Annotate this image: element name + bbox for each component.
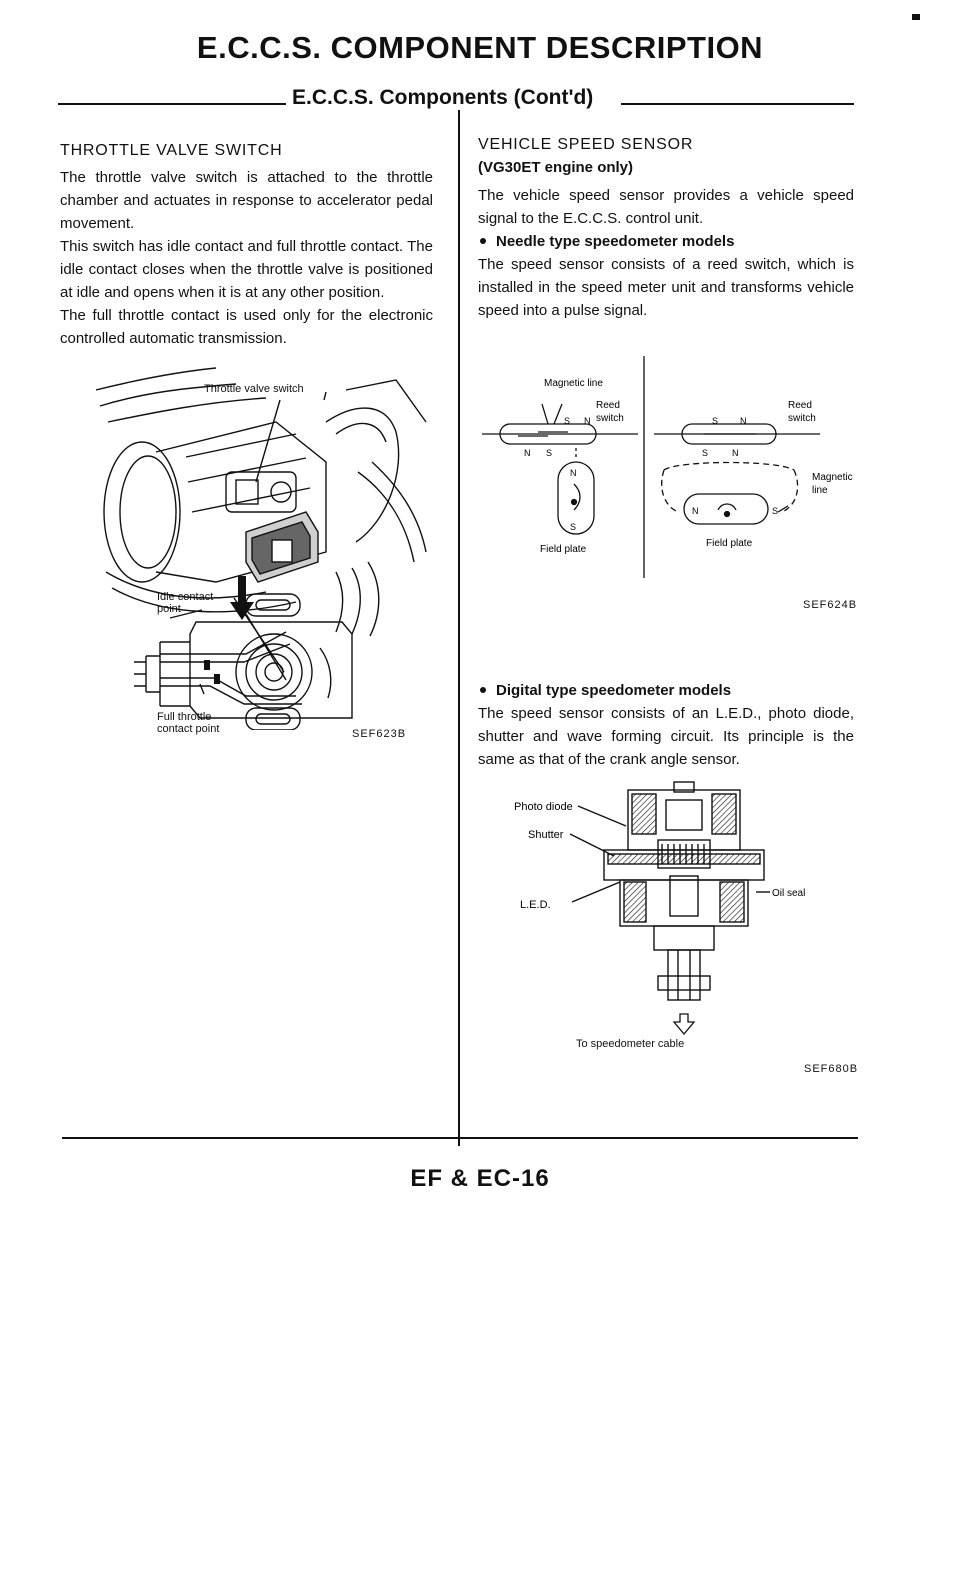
magnetic-label: Magnetic: [812, 472, 853, 483]
figure-code-sef680b: SEF680B: [804, 1063, 859, 1075]
s-label-left-top: S: [564, 416, 570, 426]
idle-contact-label-1: Idle contact: [157, 591, 214, 603]
page-number: EF & EC-16: [410, 1165, 550, 1192]
switch-label-right: switch: [788, 413, 816, 424]
n-label-magnet: N: [570, 468, 577, 478]
full-throttle-label-2: contact point: [157, 723, 220, 735]
throttle-valve-switch-figure: [96, 367, 427, 730]
needle-type-text: The speed sensor consists of a reed swit…: [478, 256, 854, 319]
reed-switch-figure: Magnetic line Reed switch S N N S N S Fi…: [482, 356, 853, 578]
full-throttle-label-1: Full throttle: [157, 711, 212, 723]
bullet-icon: [480, 238, 486, 244]
throttle-valve-switch-heading: THROTTLE VALVE SWITCH: [60, 142, 283, 159]
s-label-magnet: S: [570, 522, 576, 532]
header-rule-left: [58, 103, 286, 105]
n-label-left-bottom: N: [524, 448, 531, 458]
magnetic-line-label: Magnetic line: [544, 378, 603, 389]
digital-sensor-figure: Photo diode Shutter L.E.D. Oil seal: [514, 781, 805, 1036]
figure-code-sef623b: SEF623B: [352, 728, 407, 740]
engine-note: (VG30ET engine only): [478, 159, 634, 176]
needle-type-title: Needle type speedometer models: [496, 233, 735, 250]
throttle-paragraph-2: This switch has idle contact and full th…: [60, 238, 433, 301]
needle-type-heading: Needle type speedometer models: [478, 230, 854, 253]
s-label-right-bottom: S: [702, 448, 708, 458]
vehicle-speed-sensor-heading: VEHICLE SPEED SENSOR: [478, 136, 694, 153]
to-speedometer-cable-label: To speedometer cable: [576, 1038, 685, 1050]
s-label-right-plate: S: [772, 506, 778, 516]
column-divider: [458, 110, 460, 1146]
field-plate-label-right: Field plate: [706, 538, 753, 549]
page-subtitle: E.C.C.S. Components (Cont'd): [292, 86, 594, 109]
page-title: E.C.C.S. COMPONENT DESCRIPTION: [196, 30, 764, 65]
photo-diode-label: Photo diode: [514, 801, 573, 813]
throttle-paragraph-1: The throttle valve switch is attached to…: [60, 169, 433, 232]
digital-type-heading: Digital type speedometer models: [478, 679, 854, 702]
switch-label-left: switch: [596, 413, 624, 424]
throttle-valve-switch-text: The throttle valve switch is attached to…: [60, 166, 433, 350]
idle-contact-label-2: point: [157, 603, 181, 615]
s-label-right-top: S: [712, 416, 718, 426]
led-label: L.E.D.: [520, 899, 551, 911]
n-label-right-top: N: [740, 416, 747, 426]
down-arrow-icon: [672, 1013, 696, 1036]
reed-label-left: Reed: [596, 400, 620, 411]
field-plate-label-left: Field plate: [540, 544, 587, 555]
n-label-right-bottom: N: [732, 448, 739, 458]
corner-mark: [912, 14, 920, 20]
bullet-icon: [480, 687, 486, 693]
n-label-left-top: N: [584, 416, 591, 426]
reed-label-right: Reed: [788, 400, 812, 411]
throttle-valve-switch-label: Throttle valve switch: [204, 383, 304, 395]
figure-code-sef624b: SEF624B: [803, 599, 858, 611]
throttle-paragraph-3: The full throttle contact is used only f…: [60, 307, 433, 347]
line-label: line: [812, 485, 828, 496]
digital-type-text: The speed sensor consists of an L.E.D., …: [478, 705, 854, 768]
bottom-rule: [62, 1137, 858, 1139]
digital-type-section: Digital type speedometer models The spee…: [478, 679, 854, 771]
header-rule-right: [621, 103, 854, 105]
shutter-label: Shutter: [528, 829, 564, 841]
speed-sensor-intro: The vehicle speed sensor provides a vehi…: [478, 187, 854, 227]
speed-sensor-text: The vehicle speed sensor provides a vehi…: [478, 184, 854, 322]
n-label-right-plate: N: [692, 506, 699, 516]
oil-seal-label: Oil seal: [772, 888, 805, 899]
s-label-left-bottom: S: [546, 448, 552, 458]
digital-type-title: Digital type speedometer models: [496, 682, 732, 699]
